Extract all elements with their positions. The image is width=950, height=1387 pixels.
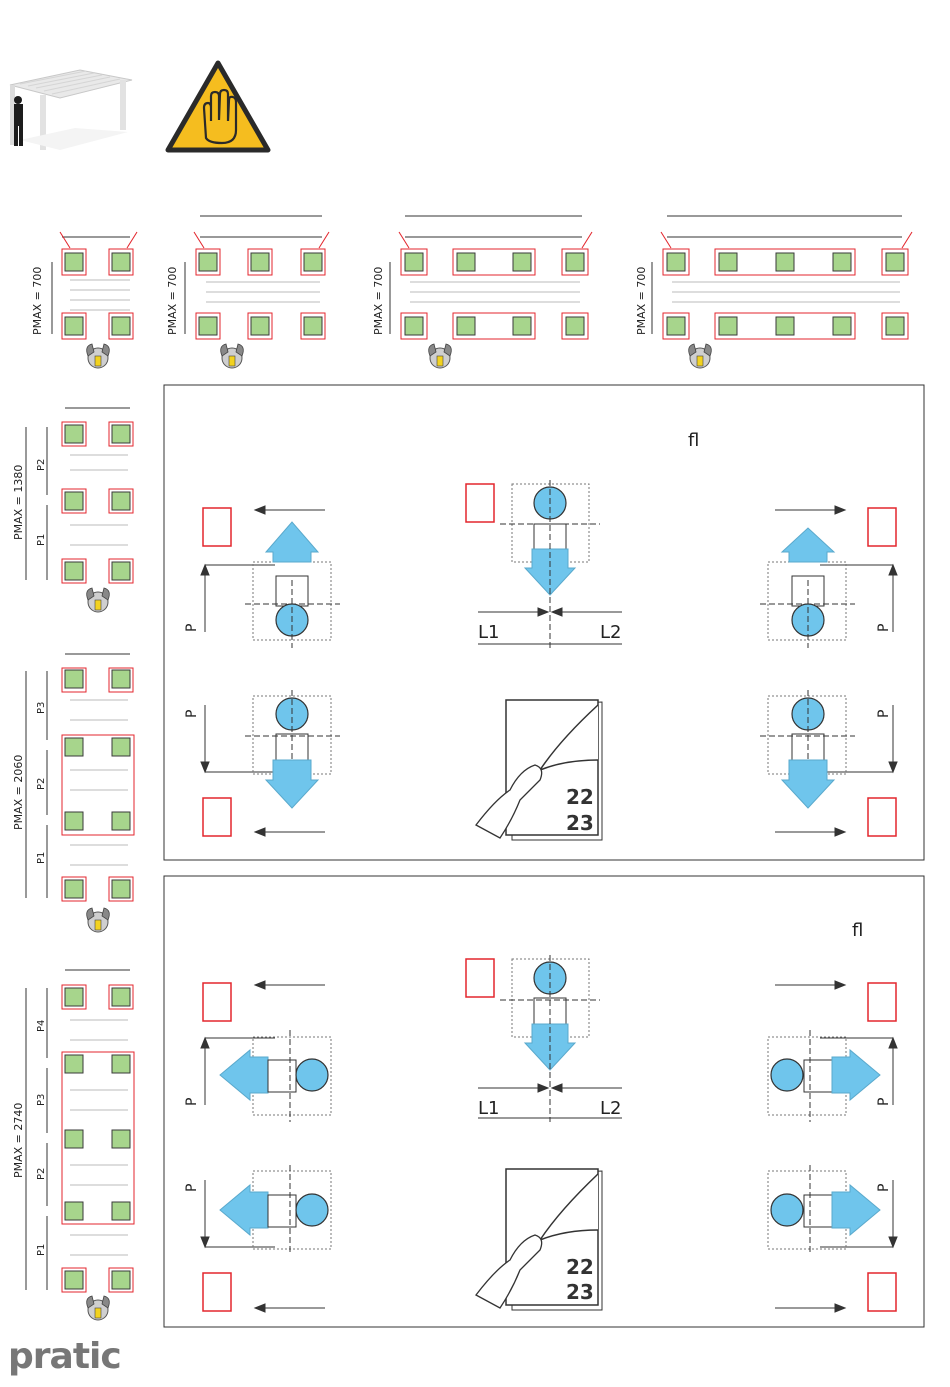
pmax-label-2060: PMAX = 2060: [12, 755, 25, 830]
panel-2-p-label-1: P: [184, 1098, 200, 1106]
panel-1-l2-label: L2: [600, 622, 621, 643]
frame-top-3: [390, 216, 592, 368]
panel-1-p-label-3: P: [184, 710, 200, 718]
panel-1-p-label-2: P: [876, 624, 892, 632]
panel-1-l1-label: L1: [478, 622, 499, 643]
panel-1-page-a: 22: [566, 785, 594, 809]
frame-left-2: [26, 654, 134, 932]
panel-2-p-label-4: P: [876, 1184, 892, 1192]
p2-label-c: P2: [36, 1168, 47, 1180]
panel-1-drawings: [201, 480, 897, 840]
p1-label: P1: [36, 534, 47, 546]
panel-2-l2-label: L2: [600, 1098, 621, 1119]
pmax-label-top-3: PMAX = 700: [372, 267, 385, 335]
p1-label-b: P1: [36, 852, 47, 864]
wrench-icon: [87, 344, 110, 368]
p4-label: P4: [36, 1020, 47, 1032]
frame-top-4: [652, 216, 912, 368]
p2-label: P2: [36, 459, 47, 471]
panel-2-page-b: 23: [566, 1280, 594, 1304]
p3-label: P3: [36, 702, 47, 714]
panel-2-page-a: 22: [566, 1255, 594, 1279]
pmax-label-top-1: PMAX = 700: [31, 267, 44, 335]
panel-2-p-label-2: P: [876, 1098, 892, 1106]
frame-top-1: [52, 232, 137, 368]
p2-label-b: P2: [36, 778, 47, 790]
pmax-label-1380: PMAX = 1380: [12, 465, 25, 540]
panel-1-symbol: ﬂ: [688, 430, 699, 451]
brand-logo: pratic: [8, 1336, 121, 1377]
pmax-label-top-4: PMAX = 700: [635, 267, 648, 335]
p1-label-c: P1: [36, 1244, 47, 1256]
p3-label-b: P3: [36, 1094, 47, 1106]
panel-2-symbol: ﬂ: [852, 920, 863, 941]
panel-2-l1-label: L1: [478, 1098, 499, 1119]
frame-top-2: [185, 216, 329, 368]
panel-1-p-label-4: P: [876, 710, 892, 718]
panel-2-drawings: [201, 955, 897, 1312]
pergola-icon: [10, 70, 132, 150]
pmax-label-top-2: PMAX = 700: [166, 267, 179, 335]
panel-1-page-b: 23: [566, 811, 594, 835]
frame-left-1: [26, 408, 133, 612]
warning-hand-icon: [168, 63, 268, 150]
panel-2-p-label-3: P: [184, 1184, 200, 1192]
panel-1-p-label-1: P: [184, 624, 200, 632]
pmax-label-2740: PMAX = 2740: [12, 1103, 25, 1178]
